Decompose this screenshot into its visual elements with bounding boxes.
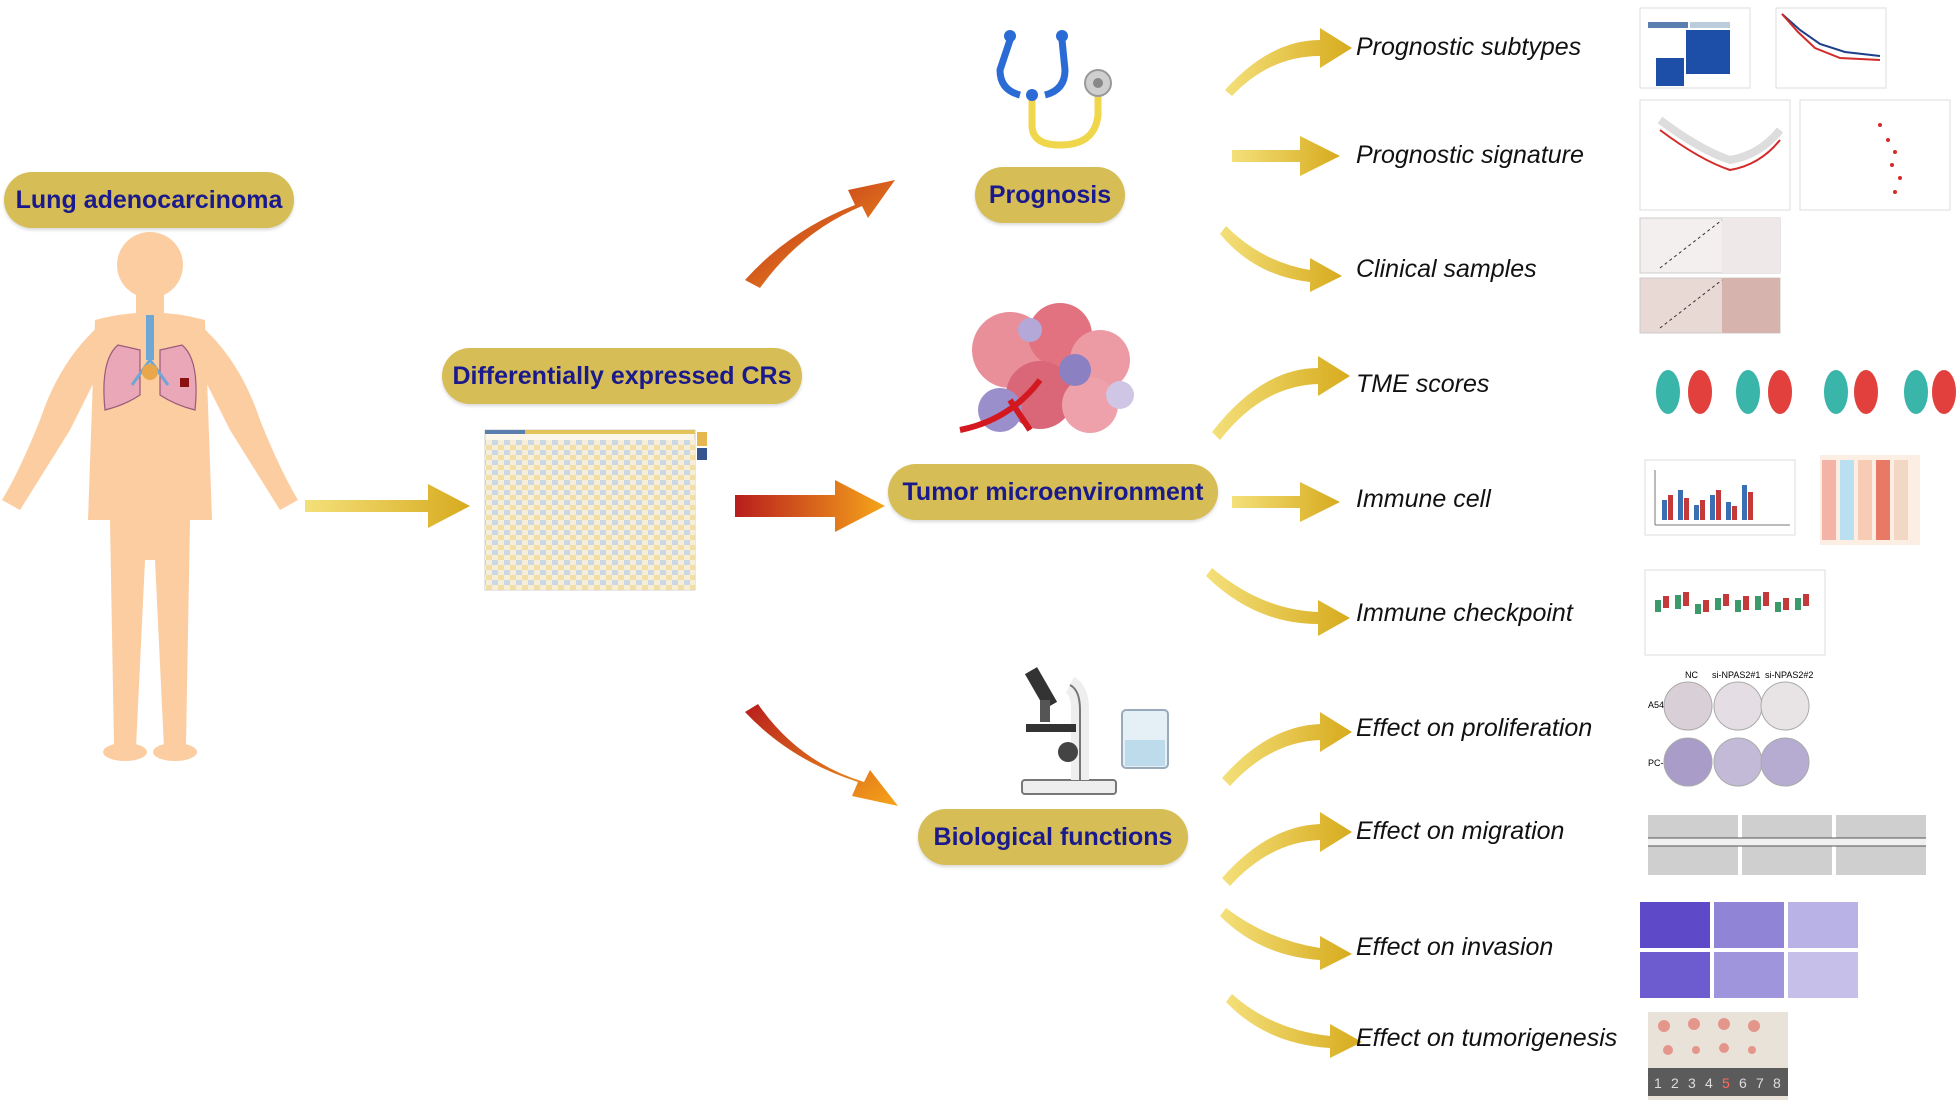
branch-arrow-2 [1232,136,1340,176]
label-a549: A549 [1648,700,1669,710]
thumb-prognostic-signature [1639,99,1951,211]
thumb-clinical-samples [1639,217,1781,334]
outcome-clinical-samples: Clinical samples [1356,255,1537,283]
ruler-mark: 6 [1739,1075,1747,1091]
heatmap-thumbnail [484,429,707,591]
label-si1: si-NPAS2#1 [1712,670,1760,680]
outcome-effect-invasion: Effect on invasion [1356,933,1554,961]
thumb-tme-scores [1640,350,1956,430]
label-si2: si-NPAS2#2 [1765,670,1813,680]
thumb-tumorigenesis: 1 2 3 4 5 6 7 8 [1648,1012,1788,1100]
stethoscope-icon [996,30,1112,149]
microscope-icon [1021,667,1169,795]
thumb-immune-cell [1644,455,1920,545]
thumb-prognostic-subtypes [1639,7,1887,89]
outcome-effect-tumorigenesis: Effect on tumorigenesis [1356,1024,1618,1052]
label-pc9: PC-9 [1648,758,1669,768]
node-tumor-microenvironment: Tumor microenvironment [888,464,1218,520]
ruler-mark: 3 [1688,1075,1696,1091]
arrow-lung-to-degs [305,484,470,528]
thumb-migration [1648,815,1926,875]
thumb-immune-checkpoint [1644,569,1826,656]
ruler-mark: 7 [1756,1075,1764,1091]
outcome-effect-proliferation: Effect on proliferation [1356,714,1593,742]
branch-arrow-5 [1232,482,1340,522]
outcome-tme-scores: TME scores [1356,370,1490,398]
ruler-mark: 2 [1671,1075,1679,1091]
ruler-mark: 4 [1705,1075,1713,1091]
label-nc: NC [1685,670,1698,680]
arrow-degs-to-tme [735,480,885,532]
branch-arrow-6 [1206,568,1350,636]
thumb-invasion [1640,902,1858,998]
outcome-immune-checkpoint: Immune checkpoint [1356,599,1573,627]
node-biological-functions: Biological functions [918,809,1188,865]
branch-arrow-8 [1222,812,1352,886]
ruler-mark: 8 [1773,1075,1781,1091]
branch-arrows [1206,28,1362,1058]
outcome-prognostic-subtypes: Prognostic subtypes [1356,33,1582,61]
branch-arrow-9 [1220,908,1352,970]
arrow-degs-to-prognosis [745,180,895,288]
outcome-prognostic-signature: Prognostic signature [1356,141,1584,169]
node-differentially-expressed-crs: Differentially expressed CRs [442,348,802,404]
ruler-mark: 1 [1654,1075,1662,1091]
branch-arrow-4 [1212,356,1350,440]
arrow-degs-to-bio [745,704,898,806]
outcome-effect-migration: Effect on migration [1356,817,1565,845]
thumb-proliferation: NC si-NPAS2#1 si-NPAS2#2 A549 PC-9 [1648,670,1813,787]
node-prognosis: Prognosis [975,167,1125,223]
outcome-immune-cell: Immune cell [1356,485,1491,513]
ruler-mark: 5 [1722,1075,1730,1091]
node-lung-adenocarcinoma: Lung adenocarcinoma [4,172,294,228]
tumor-cells-icon [959,303,1134,433]
branch-arrow-7 [1222,712,1352,786]
branch-arrow-1 [1225,28,1352,96]
branch-arrow-10 [1226,994,1362,1058]
human-body-icon [2,232,298,761]
branch-arrow-3 [1220,226,1342,292]
